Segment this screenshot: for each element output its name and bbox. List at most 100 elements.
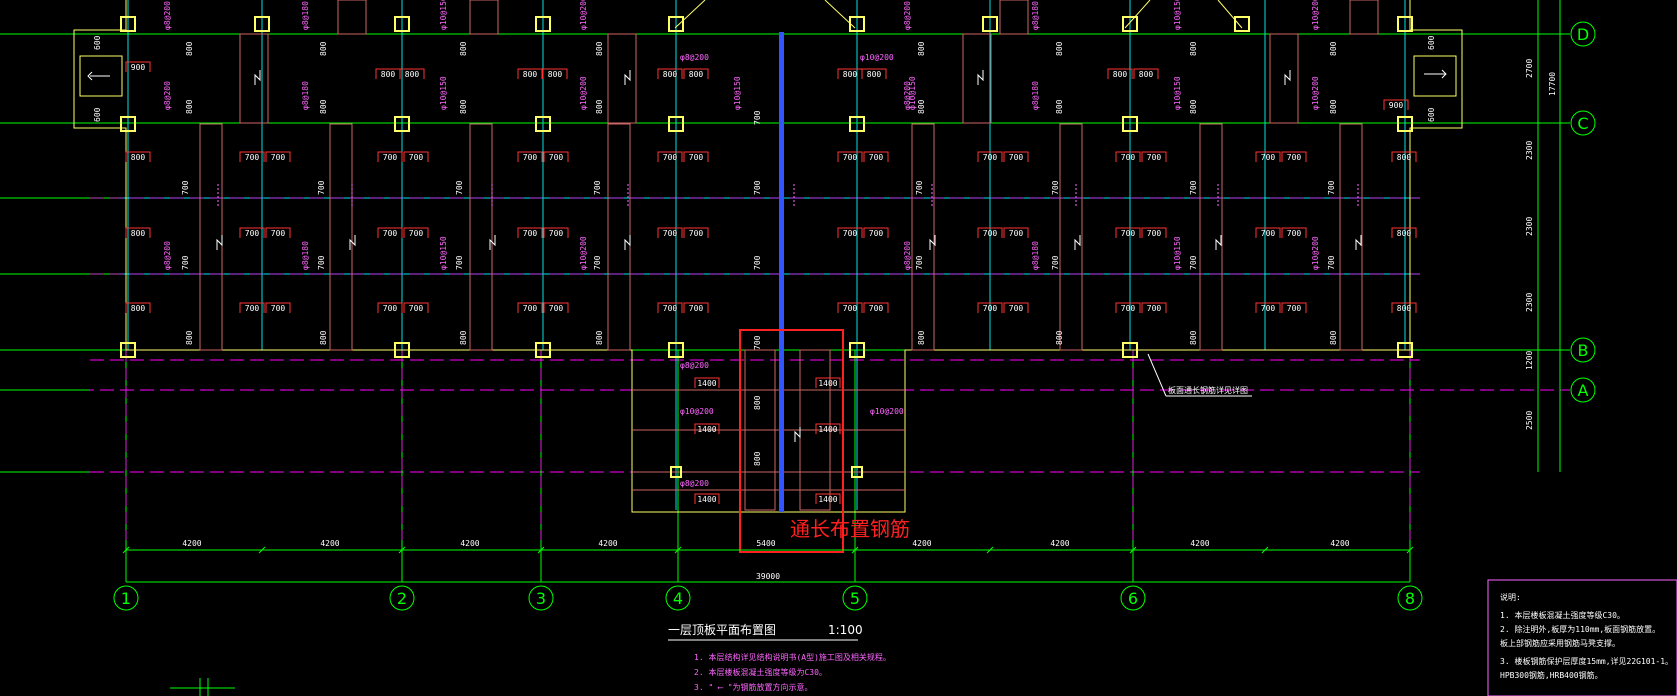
axis-bubble-circle (1120, 585, 1146, 611)
rebar-vertical-label: 700 (455, 255, 464, 270)
rebar-bracket (1115, 151, 1141, 162)
rebar-label-text: 700 (1147, 153, 1162, 162)
axis-bubble-2[interactable]: 2 (389, 585, 415, 611)
rebar-label: 700 (377, 302, 403, 313)
column (1122, 116, 1138, 132)
column (1234, 16, 1250, 32)
column (1397, 342, 1413, 358)
beam-outline (999, 0, 1029, 35)
slab-direction-icon (624, 70, 631, 85)
rebar-spacing-tag: φ10@200 (860, 53, 894, 62)
axis-bubble-3[interactable]: 3 (528, 585, 554, 611)
beam-outline (329, 123, 353, 351)
axis-bubble-label: 1 (121, 589, 131, 608)
beam-outline (1199, 123, 1223, 351)
rebar-vertical-label: 700 (915, 180, 924, 195)
rebar-spacing-tag: φ8@200 (903, 1, 912, 30)
rebar-label: 700 (239, 302, 265, 313)
rebar-label-text: 700 (869, 304, 884, 313)
rebar-spacing-tag: φ8@180 (301, 1, 310, 30)
axis-bubble-circle (1570, 21, 1596, 47)
rebar-label-text: 700 (271, 229, 286, 238)
rebar-bracket (399, 68, 425, 79)
axis-bubble-circle (528, 585, 554, 611)
axis-bubble-4[interactable]: 4 (665, 585, 691, 611)
rebar-bracket (683, 302, 709, 313)
rebar-label-text: 700 (1009, 229, 1024, 238)
rebar-vertical-label: 800 (459, 41, 468, 56)
rebar-bracket (1383, 99, 1409, 110)
stair-left (79, 55, 123, 97)
rebar-label-text: 700 (843, 153, 858, 162)
rebar-label-text: 700 (1287, 229, 1302, 238)
rebar-spacing-tag: φ10@200 (1311, 236, 1320, 270)
axis-bubble-8[interactable]: 8 (1397, 585, 1423, 611)
rebar-spacing-tag: φ10@150 (439, 236, 448, 270)
rebar-bracket (517, 227, 543, 238)
right-dim-label: 2500 (1525, 411, 1534, 430)
rebar-label-text: 700 (843, 304, 858, 313)
axis-bubble-C[interactable]: C (1570, 110, 1596, 136)
rebar-bracket (517, 302, 543, 313)
axis-bubble-5[interactable]: 5 (842, 585, 868, 611)
right-dim-label: 2300 (1525, 217, 1534, 236)
rebar-bracket (1281, 227, 1307, 238)
notes-left: 1. 本层结构详见结构说明书(A型)施工图及相关规程。 2. 本层楼板混凝土强度… (694, 652, 891, 692)
rebar-label-text: 1400 (697, 495, 716, 504)
axis-bubble-1[interactable]: 1 (113, 585, 139, 611)
rebar-bracket (694, 377, 720, 388)
dim-tick (674, 546, 682, 554)
rebar-spacing-tag: φ10@200 (1311, 76, 1320, 110)
rebar-vertical-label: 800 (753, 451, 762, 466)
axis-bubble-circle (1570, 337, 1596, 363)
rebar-vertical-label: 800 (753, 395, 762, 410)
rebar-bracket (377, 227, 403, 238)
rebar-label: 700 (683, 227, 709, 238)
rebar-vertical-label: 800 (1329, 330, 1338, 345)
rebar-spacing-tag: φ10@200 (579, 0, 588, 30)
axis-bubble-B[interactable]: B (1570, 337, 1596, 363)
rebar-label: 800 (125, 227, 151, 238)
stair-arrows (87, 69, 1447, 81)
dim-tick (258, 546, 266, 554)
rebar-vertical-label: 700 (1051, 255, 1060, 270)
axis-bubble-6[interactable]: 6 (1120, 585, 1146, 611)
rebar-label: 700 (265, 151, 291, 162)
beam-outline (199, 123, 223, 351)
rebar-label-text: 700 (245, 229, 260, 238)
rebar-label: 800 (542, 68, 568, 79)
rebar-bracket (815, 423, 841, 434)
drawing-scale: 1:100 (828, 623, 863, 637)
rebar-spacing-tag: φ8@200 (163, 1, 172, 30)
rebar-label: 700 (657, 227, 683, 238)
rebar-label: 800 (1391, 151, 1417, 162)
rebar-label: 1400 (815, 377, 841, 388)
column (394, 342, 410, 358)
dim-tick (1261, 546, 1269, 554)
slab-direction-icon (254, 70, 261, 85)
dim-tick (537, 546, 545, 554)
rebar-label-text: 700 (1261, 229, 1276, 238)
rebar-vertical-label: 800 (917, 330, 926, 345)
rebar-label-text: 700 (983, 229, 998, 238)
rebar-label: 700 (543, 302, 569, 313)
rebar-spacing-tag: φ8@200 (903, 241, 912, 270)
rebar-vertical-label: 700 (753, 255, 762, 270)
rebar-bracket (265, 151, 291, 162)
beam-outlines (199, 0, 1379, 511)
rebar-vertical-label: 800 (185, 330, 194, 345)
axis-bubble-D[interactable]: D (1570, 21, 1596, 47)
axis-bubble-A[interactable]: A (1570, 377, 1596, 403)
beam-outline (607, 123, 631, 351)
column (982, 16, 998, 32)
rebar-label: 1400 (815, 493, 841, 504)
rebar-label: 700 (977, 227, 1003, 238)
note-right-2: 2. 除注明外,板厚为110mm,板面钢筋放置。 (1500, 624, 1660, 634)
rebar-vertical-label: 700 (1051, 180, 1060, 195)
corner-symbol (170, 678, 235, 696)
rebar-bracket (657, 68, 683, 79)
rebar-label-text: 700 (549, 304, 564, 313)
callout-box[interactable] (739, 329, 844, 553)
rebar-bracket (1255, 227, 1281, 238)
